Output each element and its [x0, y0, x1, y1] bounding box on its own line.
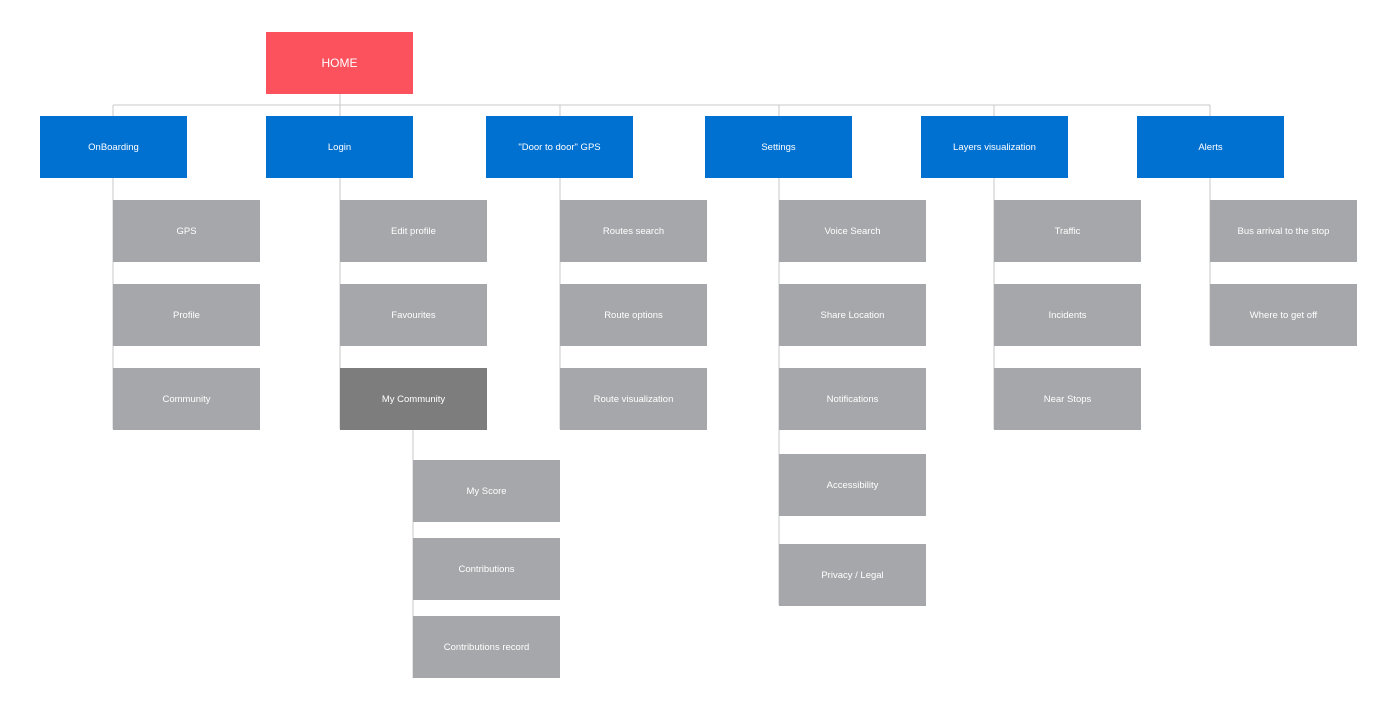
category-layers-visualization[interactable]: Layers visualization	[921, 116, 1068, 178]
leaf-notifications[interactable]: Notifications	[779, 368, 926, 430]
leaf-favourites[interactable]: Favourites	[340, 284, 487, 346]
leaf-accessibility[interactable]: Accessibility	[779, 454, 926, 516]
category-onboarding[interactable]: OnBoarding	[40, 116, 187, 178]
leaf-voice-search[interactable]: Voice Search	[779, 200, 926, 262]
leaf-where-to-get-off[interactable]: Where to get off	[1210, 284, 1357, 346]
leaf-routes-search[interactable]: Routes search	[560, 200, 707, 262]
leaf-label: Contributions	[458, 563, 515, 575]
home-node[interactable]: HOME	[266, 32, 413, 94]
leaf-label: Share Location	[820, 309, 885, 321]
leaf-label: Accessibility	[826, 479, 879, 491]
leaf-my-community[interactable]: My Community	[340, 368, 487, 430]
leaf-privacy-legal[interactable]: Privacy / Legal	[779, 544, 926, 606]
leaf-my-score[interactable]: My Score	[413, 460, 560, 522]
leaf-label: Profile	[173, 309, 200, 321]
leaf-label: Bus arrival to the stop	[1237, 225, 1330, 237]
leaf-near-stops[interactable]: Near Stops	[994, 368, 1141, 430]
leaf-gps[interactable]: GPS	[113, 200, 260, 262]
leaf-label: GPS	[176, 225, 197, 237]
leaf-label: Routes search	[602, 225, 665, 237]
leaf-label: My Community	[381, 393, 446, 405]
leaf-contributions-record[interactable]: Contributions record	[413, 616, 560, 678]
leaf-share-location[interactable]: Share Location	[779, 284, 926, 346]
leaf-route-options[interactable]: Route options	[560, 284, 707, 346]
category-label: Settings	[761, 141, 796, 153]
leaf-label: Contributions record	[443, 641, 530, 653]
category-login[interactable]: Login	[266, 116, 413, 178]
leaf-label: Near Stops	[1043, 393, 1092, 405]
category-label: "Door to door" GPS	[518, 141, 601, 153]
category-label: Layers visualization	[953, 141, 1036, 153]
leaf-label: Favourites	[391, 309, 436, 321]
leaf-bus-arrival[interactable]: Bus arrival to the stop	[1210, 200, 1357, 262]
leaf-traffic[interactable]: Traffic	[994, 200, 1141, 262]
category-label: OnBoarding	[88, 141, 139, 153]
leaf-label: My Score	[466, 485, 507, 497]
leaf-label: Edit profile	[391, 225, 436, 237]
category-door-to-door-gps[interactable]: "Door to door" GPS	[486, 116, 633, 178]
leaf-label: Route options	[604, 309, 663, 321]
leaf-profile[interactable]: Profile	[113, 284, 260, 346]
leaf-label: Route visualization	[593, 393, 674, 405]
leaf-label: Incidents	[1048, 309, 1087, 321]
leaf-label: Privacy / Legal	[821, 569, 884, 581]
leaf-label: Community	[162, 393, 211, 405]
category-alerts[interactable]: Alerts	[1137, 116, 1284, 178]
leaf-contributions[interactable]: Contributions	[413, 538, 560, 600]
leaf-incidents[interactable]: Incidents	[994, 284, 1141, 346]
leaf-edit-profile[interactable]: Edit profile	[340, 200, 487, 262]
leaf-label: Where to get off	[1249, 309, 1318, 321]
leaf-community[interactable]: Community	[113, 368, 260, 430]
home-label: HOME	[321, 56, 358, 70]
leaf-route-visualization[interactable]: Route visualization	[560, 368, 707, 430]
category-settings[interactable]: Settings	[705, 116, 852, 178]
category-label: Alerts	[1198, 141, 1223, 153]
leaf-label: Notifications	[826, 393, 879, 405]
leaf-label: Voice Search	[824, 225, 881, 237]
category-label: Login	[327, 141, 352, 153]
leaf-label: Traffic	[1054, 225, 1081, 237]
